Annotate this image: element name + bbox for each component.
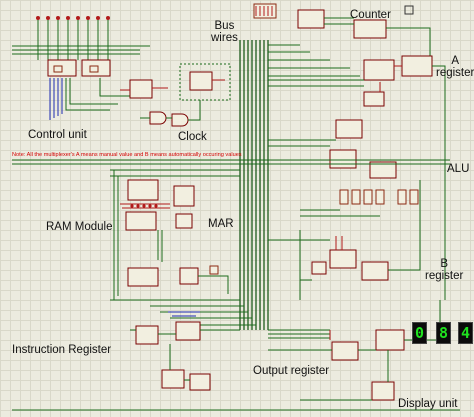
mar-label: MAR [208,218,234,230]
instruction-register-chips [130,321,240,391]
multiplexer-note: Note: All the multiplexer's A means manu… [12,152,242,158]
alu-label: ALU [447,163,470,175]
a-register-label: A register [436,55,474,79]
bus-wires [140,40,360,339]
display-digit-2: 8 [436,322,451,344]
alu-chips [268,119,421,240]
bus-wires-label: Bus wires [211,20,238,44]
a-register-chips [268,55,446,180]
ram-module-chips [110,169,240,317]
ram-module-label: RAM Module [46,221,113,233]
control-unit-chips [12,45,150,120]
output-register-label: Output register [253,365,330,377]
frame-wires [12,159,460,411]
counter-chips [297,5,431,60]
b-register-chips [268,230,421,300]
clock-label: Clock [178,131,207,143]
display-digit-1: 0 [412,322,427,344]
clock-circuit [120,63,231,127]
counter-label: Counter [350,9,391,21]
instruction-register-label: Instruction Register [12,344,112,356]
display-unit-label: Display unit [398,398,458,410]
bus-probes [36,3,277,60]
display-digit-3: 4 [458,322,473,344]
b-register-label: B register [425,258,464,282]
control-unit-label: Control unit [28,129,87,141]
output-display-chips [268,320,441,401]
